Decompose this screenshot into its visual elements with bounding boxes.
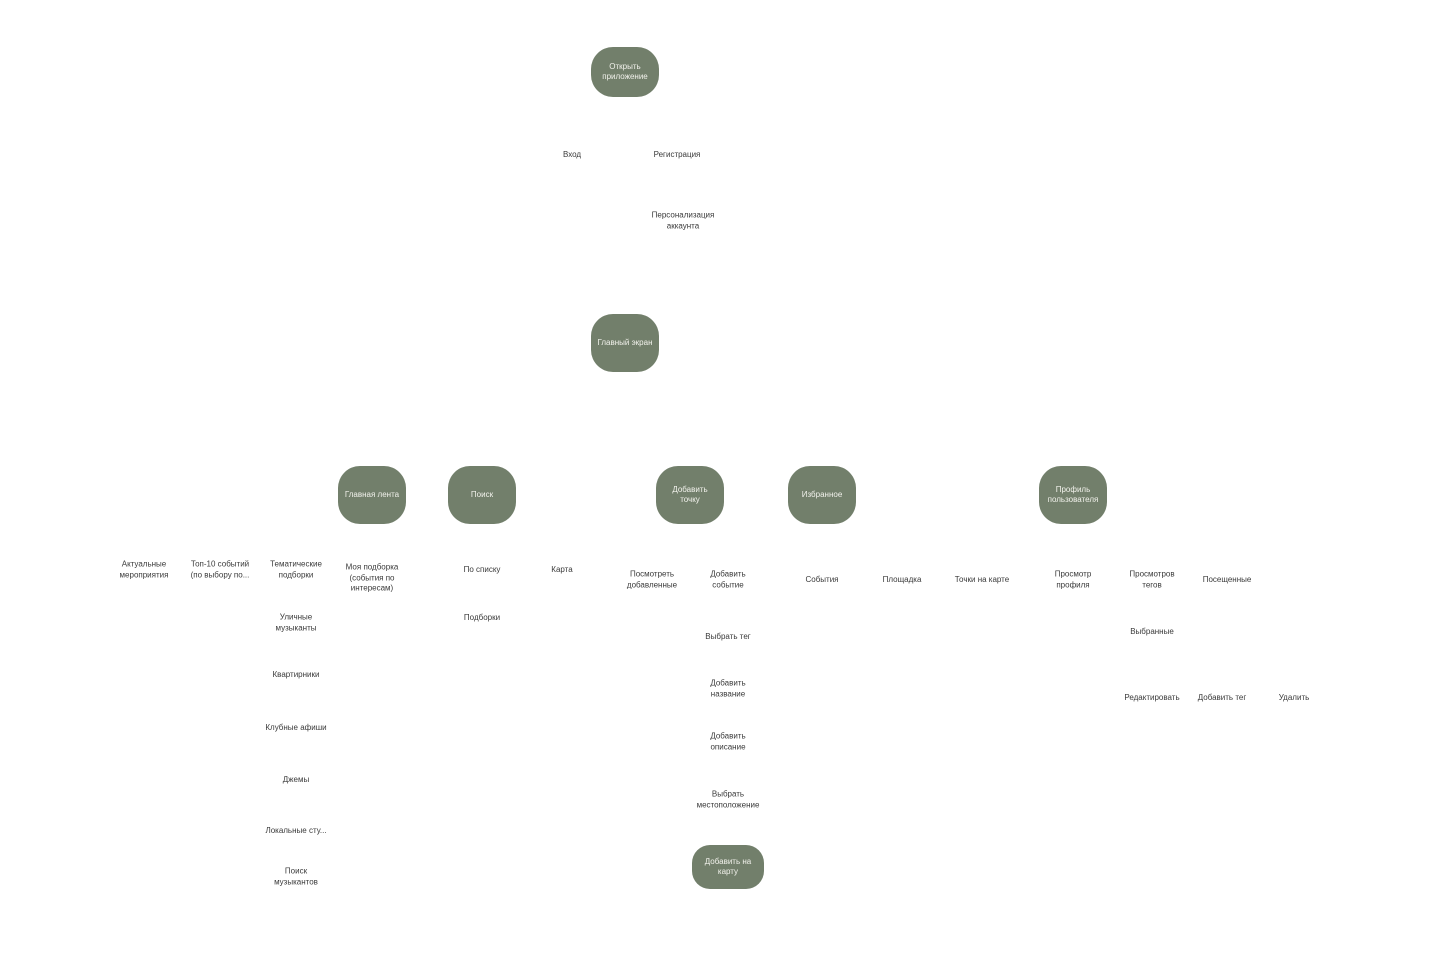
label-actual-events: Актуальные мероприятия bbox=[119, 559, 169, 580]
label-choose-tag: Выбрать тег bbox=[705, 631, 751, 641]
label-personalization: Персонализация аккаунта bbox=[651, 210, 715, 231]
label-top10: Топ-10 событий (по выбору по... bbox=[190, 559, 250, 580]
label-add-name: Добавить название bbox=[710, 678, 746, 699]
label-apartment: Квартирники bbox=[272, 669, 320, 679]
label-my-selection: Моя подборка (события по интересам) bbox=[345, 562, 399, 593]
label-local-studios: Локальные сту... bbox=[265, 825, 327, 835]
label-events: События bbox=[805, 574, 839, 584]
node-open-app[interactable]: Открыть приложение bbox=[591, 47, 659, 97]
label-login: Вход bbox=[562, 149, 582, 159]
label-map-points: Точки на карте bbox=[954, 574, 1010, 584]
label-street-musicians: Уличные музыканты bbox=[275, 612, 317, 633]
node-add-to-map[interactable]: Добавить на карту bbox=[692, 845, 764, 889]
label-musician-search: Поиск музыкантов bbox=[274, 866, 318, 887]
label-collections: Подборки bbox=[463, 612, 501, 622]
label-thematic: Тематические подборки bbox=[270, 559, 322, 580]
label-view-added: Посмотреть добавленные bbox=[626, 569, 678, 590]
label-visited: Посещенные bbox=[1202, 574, 1252, 584]
node-main-screen[interactable]: Главный экран bbox=[591, 314, 659, 372]
label-add-event: Добавить событие bbox=[710, 569, 746, 590]
node-search[interactable]: Поиск bbox=[448, 466, 516, 524]
label-add-description: Добавить описание bbox=[710, 731, 746, 752]
node-main-feed[interactable]: Главная лента bbox=[338, 466, 406, 524]
label-delete: Удалить bbox=[1278, 692, 1310, 702]
label-view-profile: Просмотр профиля bbox=[1054, 569, 1092, 590]
label-jams: Джемы bbox=[282, 774, 310, 784]
label-by-list: По списку bbox=[463, 564, 501, 574]
label-edit: Редактировать bbox=[1124, 692, 1180, 702]
label-choose-location: Выбрать местоположение bbox=[696, 789, 760, 810]
label-map: Карта bbox=[551, 564, 573, 574]
label-club-posters: Клубные афиши bbox=[265, 722, 327, 732]
node-favorites[interactable]: Избранное bbox=[788, 466, 856, 524]
label-selected: Выбранные bbox=[1130, 626, 1174, 636]
node-user-profile[interactable]: Профиль пользователя bbox=[1039, 466, 1107, 524]
label-add-tag: Добавить тег bbox=[1197, 692, 1247, 702]
label-venue: Площадка bbox=[882, 574, 922, 584]
label-registration: Регистрация bbox=[653, 149, 701, 159]
label-view-tags: Просмотров тегов bbox=[1129, 569, 1175, 590]
node-add-point[interactable]: Добавить точку bbox=[656, 466, 724, 524]
